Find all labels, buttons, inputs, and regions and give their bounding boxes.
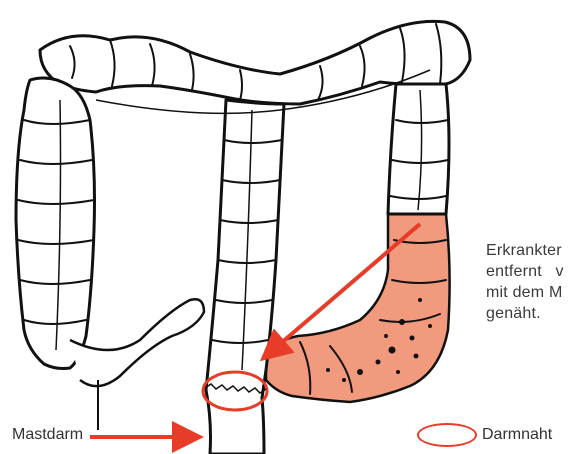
- description-line-1: Erkrankter: [486, 240, 575, 261]
- description-line-4: genäht.: [486, 303, 575, 324]
- mastdarm-label: Mastdarm: [12, 426, 83, 444]
- darmnaht-legend-symbol: [417, 423, 477, 447]
- darmnaht-label: Darmnaht: [482, 426, 552, 444]
- description-line-2: entfernt v: [486, 261, 575, 282]
- description-text: Erkrankter entfernt v mit dem M genäht.: [486, 240, 575, 360]
- description-line-3: mit dem M: [486, 282, 575, 303]
